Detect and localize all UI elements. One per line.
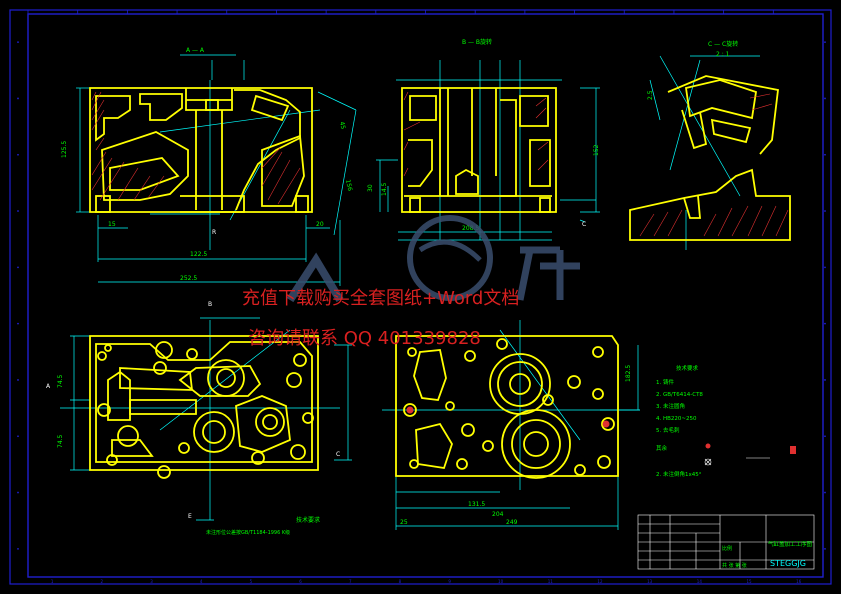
section-aa-label: A — A <box>186 47 205 54</box>
frame-side-mark <box>824 210 826 212</box>
aa-width-main-dim: 122.5 <box>190 251 207 258</box>
plan-bottom-2-dim: 204 <box>492 511 504 518</box>
frame-side-mark <box>17 435 19 438</box>
plan-right-2-dim: 25 <box>400 519 408 526</box>
note-item: 4. HB220~250 <box>656 416 697 422</box>
bb-left-2-dim: 14.5 <box>381 182 388 196</box>
frame-side-mark <box>17 491 19 494</box>
aa-diag-2-dim: 156 <box>344 179 353 192</box>
frame-side-mark <box>824 153 826 156</box>
frame-side-mark <box>17 210 19 212</box>
plan-bottom-1-dim: 131.5 <box>468 501 485 508</box>
frame-zone-label: 3 <box>150 579 153 584</box>
view-b-marker: B <box>208 301 212 308</box>
drawing-code: STEGGJG <box>770 559 806 568</box>
frame-side-mark <box>824 435 826 438</box>
roughness-label: 其余 <box>656 444 668 452</box>
bb-width-dim: 208.5 <box>462 225 479 232</box>
view-c-marker-plan: C <box>336 451 340 458</box>
frame-side-mark <box>17 97 19 100</box>
logo-watermark <box>286 215 580 303</box>
section-aa-view: A — A 125.5 122.5 252.5 15 20 45 156 R <box>61 47 357 286</box>
frame-side-mark <box>17 266 19 269</box>
section-bb-label: B — B旋转 <box>462 38 492 46</box>
aa-left-small-dim: 15 <box>108 221 116 228</box>
frame-zone-label: 4 <box>200 579 203 584</box>
note-item: 1. 铸件 <box>656 378 674 386</box>
aa-diag-1-dim: 45 <box>338 121 346 130</box>
frame-side-mark <box>17 41 19 44</box>
view-a-marker: A <box>46 383 51 390</box>
bb-height-dim: 152 <box>593 144 600 156</box>
frame-side-mark <box>824 379 826 381</box>
view-c-marker-bb: C <box>582 221 586 228</box>
frame-side-mark <box>17 322 19 325</box>
frame-zone-label: 8 <box>399 579 402 584</box>
frame-zone-label: 5 <box>250 579 253 584</box>
note-item: 5. 去毛刺 <box>656 426 680 434</box>
frame-zone-label: 2 <box>101 579 104 584</box>
note-item: 3. 未注圆角 <box>656 402 685 410</box>
frame-side-mark <box>824 491 826 494</box>
frame-side-mark <box>824 322 826 325</box>
radius-marker-aa: R <box>212 229 216 236</box>
technical-notes: 技术要求 1. 铸件 2. GB/T6414-CT8 3. 未注圆角 4. HB… <box>656 364 796 478</box>
plan-height-left-dim: 74.5 <box>57 374 64 388</box>
section-cc-scale: 2 : 1 <box>716 51 730 58</box>
frame-side-mark <box>17 547 19 550</box>
frame-zone-label: 15 <box>746 579 752 584</box>
note-item: 2. GB/T6414-CT8 <box>656 392 703 398</box>
frame-zone-label: 9 <box>448 579 451 584</box>
frame-zone-label: 7 <box>349 579 352 584</box>
view-e-marker: E <box>188 513 192 520</box>
frame-zone-label: 13 <box>647 579 653 584</box>
aa-right-small-dim: 20 <box>316 221 324 228</box>
frame-zone-label: 6 <box>299 579 302 584</box>
notes-title: 技术要求 <box>676 364 699 372</box>
title-block: 气缸盖加工工序图 STEGGJG 比例 共 张 第 张 <box>637 514 815 570</box>
plan-view-right: 131.5 204 249 182.5 25 <box>382 320 640 530</box>
section-cc-label: C — C旋转 <box>708 40 738 48</box>
plan-right-1-dim: 182.5 <box>625 365 632 382</box>
plan-height-left-dim-2: 74.5 <box>57 434 64 448</box>
note-bottom: 2. 未注倒角1x45° <box>656 470 702 478</box>
scale-label: 比例 <box>722 545 732 552</box>
frame-zone-label: 1 <box>51 579 54 584</box>
section-cc-view: C — C旋转 2 : 1 2.5 <box>629 40 791 250</box>
frame-zone-label: 16 <box>796 579 802 584</box>
frame-zone-label: 14 <box>697 579 703 584</box>
frame-zone-label: 11 <box>548 579 554 584</box>
aa-height-dim: 125.5 <box>61 141 68 158</box>
frame-zone-label: 12 <box>597 579 603 584</box>
frame-side-mark <box>824 41 826 44</box>
frame-side-mark <box>824 547 826 550</box>
watermark-line-2: 咨询请联系 QQ 401339828 <box>248 328 481 349</box>
plan-caption: 技术要求 <box>296 516 320 524</box>
sheet-label: 共 张 第 张 <box>722 562 747 569</box>
plan-view-left: 74.5 74.5 A B C E 技术要求 未注形位公差按GB/T1184-1… <box>46 301 352 536</box>
frame-zone-label: 10 <box>498 579 504 584</box>
section-bb-view: B — B旋转 152 208.5 30 14.5 C <box>367 38 600 241</box>
aa-width-total-dim: 252.5 <box>180 275 197 282</box>
frame-side-mark <box>17 379 19 381</box>
frame-side-mark <box>17 153 19 156</box>
plan-caption-2: 未注形位公差按GB/T1184-1996 K级 <box>206 529 290 536</box>
cc-depth-dim: 2.5 <box>647 90 654 100</box>
plan-bottom-3-dim: 249 <box>506 519 518 526</box>
frame-side-mark <box>824 266 826 269</box>
text-watermark: 充值下载购买全套图纸+Word文档 咨询请联系 QQ 401339828 <box>242 288 519 349</box>
drawing-title: 气缸盖加工工序图 <box>768 540 813 548</box>
frame-side-mark <box>824 97 826 100</box>
bb-left-1-dim: 30 <box>367 184 374 192</box>
watermark-line-1: 充值下载购买全套图纸+Word文档 <box>242 288 519 309</box>
